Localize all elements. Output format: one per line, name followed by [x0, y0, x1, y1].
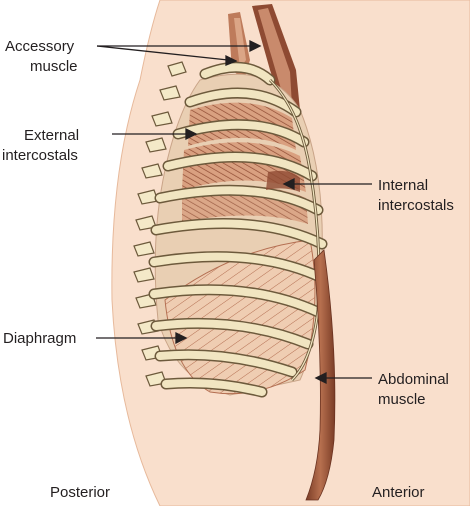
- leader-lines: [96, 39, 372, 385]
- abdominal-muscle: [305, 249, 336, 501]
- label-posterior: Posterior: [50, 484, 110, 501]
- label-internal-intercostals-line2: intercostals: [378, 197, 454, 214]
- label-external-intercostals-line1: External: [24, 127, 79, 144]
- rib-cage: [148, 61, 328, 398]
- label-diaphragm: Diaphragm: [3, 330, 76, 347]
- label-abdominal-muscle-line1: Abdominal: [378, 371, 449, 388]
- label-accessory-muscle-line1: Accessory: [5, 38, 75, 55]
- label-anterior: Anterior: [372, 484, 425, 501]
- label-accessory-muscle-line2: muscle: [30, 58, 78, 75]
- label-internal-intercostals-line1: Internal: [378, 177, 428, 194]
- label-external-intercostals-line2: intercostals: [2, 147, 78, 164]
- label-abdominal-muscle-line2: muscle: [378, 391, 426, 408]
